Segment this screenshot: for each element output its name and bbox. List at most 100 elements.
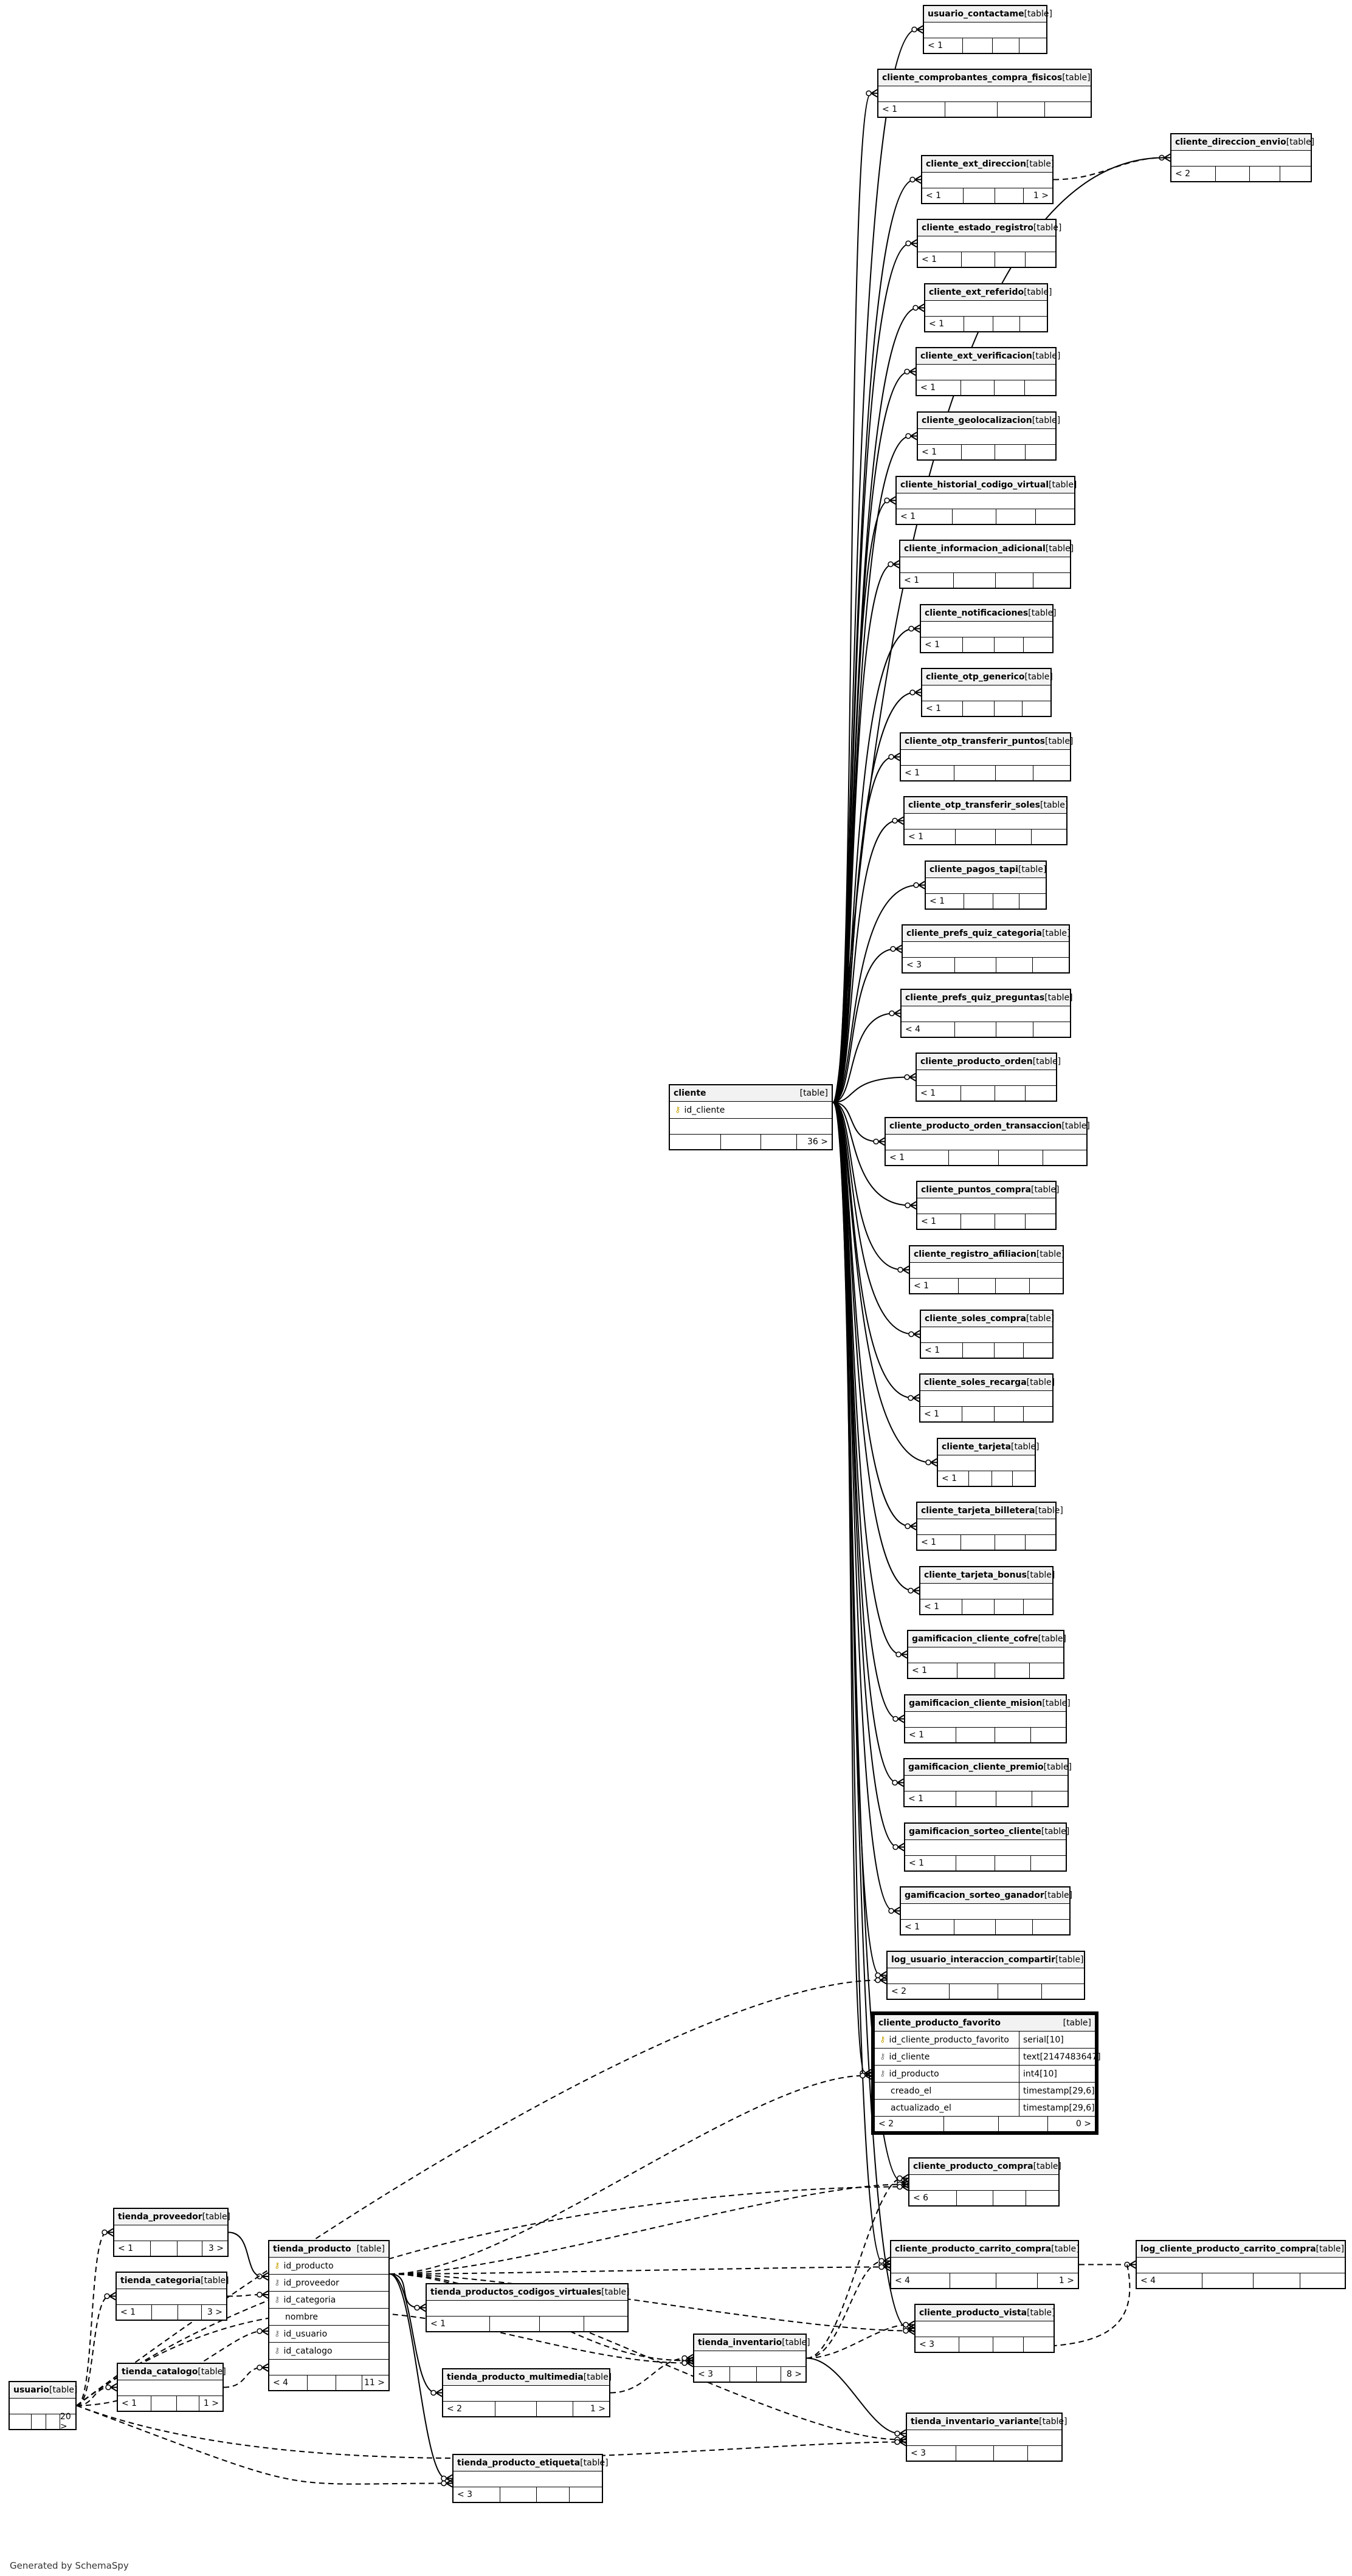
children-count[interactable]	[1024, 2337, 1054, 2352]
table-header[interactable]: cliente_otp_transferir_puntos[table]	[901, 733, 1073, 750]
children-count[interactable]	[1026, 445, 1055, 459]
table-header[interactable]: tienda_proveedor[table]	[114, 2209, 230, 2225]
table-header[interactable]: cliente_producto_carrito_compra[table]	[891, 2241, 1080, 2258]
parents-count[interactable]: < 1	[921, 1343, 963, 1358]
table-header[interactable]: cliente_producto_orden_transaccion[table…	[886, 1118, 1090, 1135]
table-node[interactable]: cliente_producto_vista[table]< 3	[914, 2304, 1055, 2353]
parents-count[interactable]: < 1	[938, 1471, 970, 1486]
table-node[interactable]: gamificacion_sorteo_ganador[table]< 1	[900, 1886, 1072, 1935]
children-count[interactable]	[1028, 2446, 1061, 2461]
children-count[interactable]: 1 >	[1058, 2276, 1074, 2286]
parents-count[interactable]: < 1	[926, 894, 964, 908]
parents-count[interactable]: < 1	[922, 701, 964, 716]
children-count[interactable]	[1013, 1471, 1035, 1486]
children-count[interactable]	[1024, 1343, 1052, 1358]
children-count[interactable]	[1032, 829, 1066, 844]
table-header[interactable]: log_cliente_producto_carrito_compra[tabl…	[1137, 2241, 1345, 2258]
parents-count[interactable]: < 2	[443, 2402, 496, 2416]
table-name[interactable]: cliente_soles_compra	[925, 1314, 1027, 1324]
children-count[interactable]	[1033, 766, 1070, 780]
children-count[interactable]	[1042, 1984, 1084, 1999]
table-name[interactable]: tienda_categoria	[120, 2276, 201, 2286]
parents-count[interactable]: < 6	[909, 2191, 957, 2205]
table-header[interactable]: cliente_notificaciones[table]	[921, 605, 1057, 622]
table-node[interactable]: tienda_producto_etiqueta[table] < 3	[452, 2454, 609, 2503]
table-header[interactable]: cliente_estado_registro[table]	[918, 220, 1061, 236]
table-name[interactable]: tienda_producto_multimedia	[447, 2372, 584, 2382]
parents-count[interactable]: < 1	[917, 1214, 962, 1229]
table-header[interactable]: cliente_producto_vista[table]	[916, 2305, 1055, 2321]
parents-count[interactable]: < 1	[917, 1535, 962, 1550]
table-node[interactable]: log_usuario_interaccion_compartir[table]…	[886, 1951, 1085, 2000]
children-count[interactable]: 36 >	[807, 1137, 828, 1147]
table-node[interactable]: cliente_tarjeta[table]< 1	[937, 1438, 1039, 1487]
column-row[interactable]: ⚷id_categoria	[269, 2292, 388, 2309]
parents-count[interactable]: < 3	[454, 2487, 501, 2502]
children-count[interactable]: 8 >	[786, 2369, 802, 2379]
column-row[interactable]: ⚷id_cliente	[670, 1102, 832, 1119]
children-count[interactable]	[1033, 573, 1070, 588]
table-name[interactable]: cliente_otp_transferir_puntos	[905, 737, 1046, 746]
table-name[interactable]: cliente_producto_orden	[920, 1057, 1033, 1066]
children-count[interactable]	[1026, 1086, 1056, 1101]
parents-count[interactable]: < 1	[118, 2396, 152, 2411]
table-node[interactable]: gamificacion_cliente_mision[table]< 1	[904, 1694, 1071, 1743]
table-name[interactable]: cliente_prefs_quiz_categoria	[906, 929, 1043, 938]
table-name[interactable]: cliente_ext_direccion	[926, 159, 1026, 169]
parents-count[interactable]: < 1	[905, 1728, 956, 1742]
table-node[interactable]: usuario[table]20 >	[9, 2381, 77, 2431]
table-header[interactable]: tienda_producto_etiqueta[table]	[454, 2455, 609, 2471]
table-name[interactable]: cliente_otp_generico	[926, 672, 1025, 682]
table-name[interactable]: usuario_contactame	[928, 9, 1024, 19]
children-count[interactable]: 20 >	[60, 2412, 71, 2431]
table-header[interactable]: gamificacion_sorteo_ganador[table]	[901, 1887, 1072, 1904]
table-node[interactable]: cliente_informacion_adicional[table]< 1	[899, 540, 1074, 589]
table-name[interactable]: cliente_tarjeta_bonus	[924, 1570, 1027, 1580]
children-count[interactable]	[1025, 380, 1055, 395]
table-name[interactable]: tienda_producto	[273, 2244, 351, 2254]
table-name[interactable]: cliente_pagos_tapi	[930, 865, 1018, 874]
table-name[interactable]: cliente_otp_transferir_soles	[908, 800, 1040, 810]
table-header[interactable]: cliente_soles_compra[table]	[921, 1311, 1054, 1327]
table-header[interactable]: cliente_producto_orden[table]	[917, 1054, 1061, 1070]
parents-count[interactable]: < 3	[907, 2446, 956, 2461]
table-name[interactable]: gamificacion_cliente_mision	[909, 1698, 1043, 1708]
table-name[interactable]: tienda_producto_etiqueta	[457, 2458, 581, 2468]
table-node[interactable]: cliente_producto_compra[table]< 6	[908, 2157, 1061, 2207]
table-header[interactable]: cliente_ext_verificacion[table]	[917, 348, 1060, 365]
table-node[interactable]: gamificacion_sorteo_cliente[table]< 1	[904, 1822, 1069, 1872]
table-header[interactable]: cliente_ext_referido[table]	[925, 284, 1052, 301]
parents-count[interactable]: < 4	[891, 2273, 950, 2288]
parents-count[interactable]: < 3	[903, 958, 956, 972]
parents-count[interactable]: < 1	[917, 380, 961, 395]
parents-count[interactable]: < 1	[910, 1279, 959, 1293]
table-header[interactable]: tienda_inventario_variante[table]	[907, 2414, 1067, 2430]
table-node[interactable]: cliente_registro_afiliacion[table]< 1	[909, 1245, 1064, 1294]
children-count[interactable]	[584, 2317, 627, 2331]
table-name[interactable]: cliente_estado_registro	[922, 223, 1033, 233]
parents-count[interactable]: < 3	[694, 2367, 730, 2382]
children-count[interactable]	[1026, 252, 1055, 267]
table-header[interactable]: tienda_producto_multimedia[table]	[443, 2369, 612, 2386]
table-name[interactable]: gamificacion_cliente_premio	[908, 1762, 1044, 1772]
table-node[interactable]: tienda_inventario_variante[table] < 3	[906, 2413, 1067, 2462]
column-row[interactable]: ⚷id_producto	[269, 2258, 388, 2275]
table-node[interactable]: cliente_historial_codigo_virtual[table]<…	[895, 476, 1077, 525]
parents-count[interactable]: < 1	[922, 188, 964, 203]
table-header[interactable]: tienda_categoria[table]	[117, 2273, 229, 2289]
parents-count[interactable]: < 1	[114, 2241, 151, 2256]
parents-count[interactable]: < 1	[886, 1150, 949, 1165]
parents-count[interactable]: < 1	[924, 38, 964, 53]
table-header[interactable]: gamificacion_cliente_cofre[table]	[908, 1631, 1066, 1647]
table-node[interactable]: cliente_geolocalizacion[table]< 1	[917, 411, 1060, 461]
table-name[interactable]: cliente_geolocalizacion	[922, 416, 1032, 425]
children-count[interactable]	[570, 2487, 602, 2502]
column-row[interactable]: ⚷id_catalogo	[269, 2343, 388, 2360]
table-node[interactable]: cliente_tarjeta_billetera[table]< 1	[916, 1502, 1063, 1551]
parents-count[interactable]: < 1	[905, 1791, 956, 1806]
parents-count[interactable]: < 1	[901, 766, 954, 780]
